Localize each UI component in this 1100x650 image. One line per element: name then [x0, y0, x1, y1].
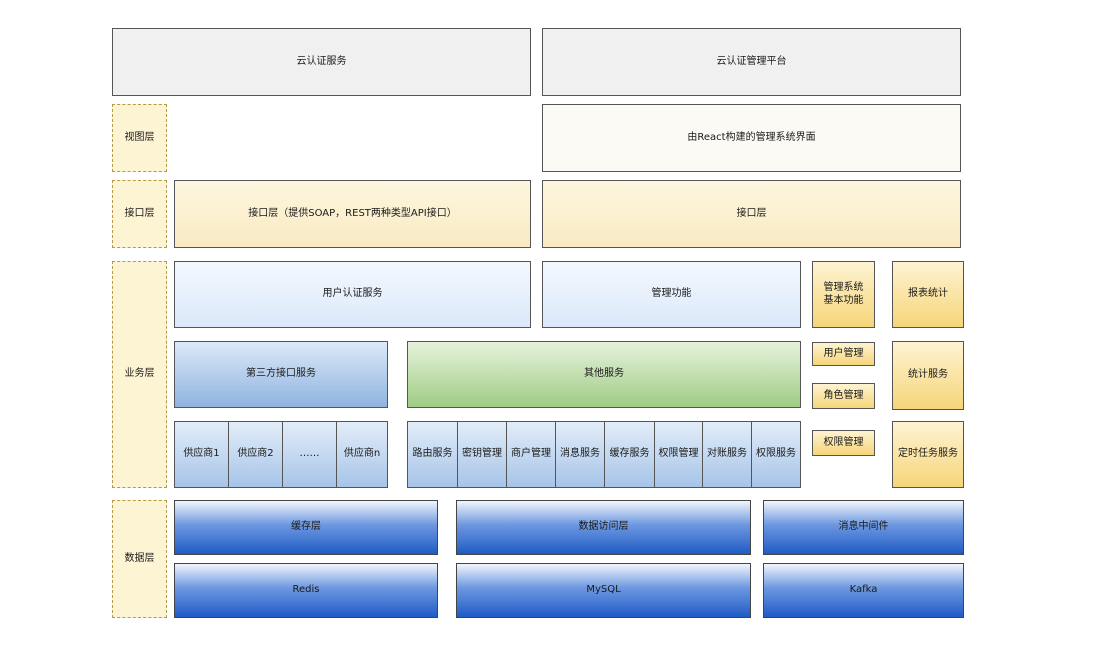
interface-layer-label: 接口层 [112, 180, 167, 248]
supplier-cell: …… [282, 421, 337, 488]
user-auth-service: 用户认证服务 [174, 261, 531, 328]
mgmt-functions: 管理功能 [542, 261, 801, 328]
service-item-cell: 缓存服务 [604, 421, 655, 488]
stats-service: 统计服务 [892, 341, 964, 410]
supplier-cell: 供应商n [336, 421, 388, 488]
permission-mgmt: 权限管理 [812, 430, 875, 456]
supplier-cell: 供应商1 [174, 421, 229, 488]
service-item-cell: 消息服务 [555, 421, 605, 488]
scheduled-task-service: 定时任务服务 [892, 421, 964, 488]
service-item-cell: 路由服务 [407, 421, 458, 488]
cloud-auth-service-header: 云认证服务 [112, 28, 531, 96]
third-party-interface-service: 第三方接口服务 [174, 341, 388, 408]
cloud-auth-mgmt-platform-header: 云认证管理平台 [542, 28, 961, 96]
supplier-cell: 供应商2 [228, 421, 283, 488]
data-layer-label: 数据层 [112, 500, 167, 618]
service-item-cell: 权限服务 [751, 421, 801, 488]
service-item-cell: 商户管理 [506, 421, 556, 488]
kafka: Kafka [763, 563, 964, 618]
message-middleware: 消息中间件 [763, 500, 964, 555]
role-mgmt: 角色管理 [812, 383, 875, 409]
interface-layer-api: 接口层（提供SOAP，REST两种类型API接口） [174, 180, 531, 248]
service-item-cell: 对账服务 [702, 421, 752, 488]
data-access-layer: 数据访问层 [456, 500, 751, 555]
business-layer-label: 业务层 [112, 261, 167, 488]
service-item-cell: 密钥管理 [457, 421, 507, 488]
react-management-ui: 由React构建的管理系统界面 [542, 104, 961, 172]
other-services: 其他服务 [407, 341, 801, 408]
mysql: MySQL [456, 563, 751, 618]
mgmt-basic-functions: 管理系统基本功能 [812, 261, 875, 328]
service-item-cell: 权限管理 [654, 421, 703, 488]
user-mgmt: 用户管理 [812, 342, 875, 366]
view-layer-label: 视图层 [112, 104, 167, 172]
report-stats: 报表统计 [892, 261, 964, 328]
cache-layer: 缓存层 [174, 500, 438, 555]
interface-layer-mgmt: 接口层 [542, 180, 961, 248]
redis: Redis [174, 563, 438, 618]
